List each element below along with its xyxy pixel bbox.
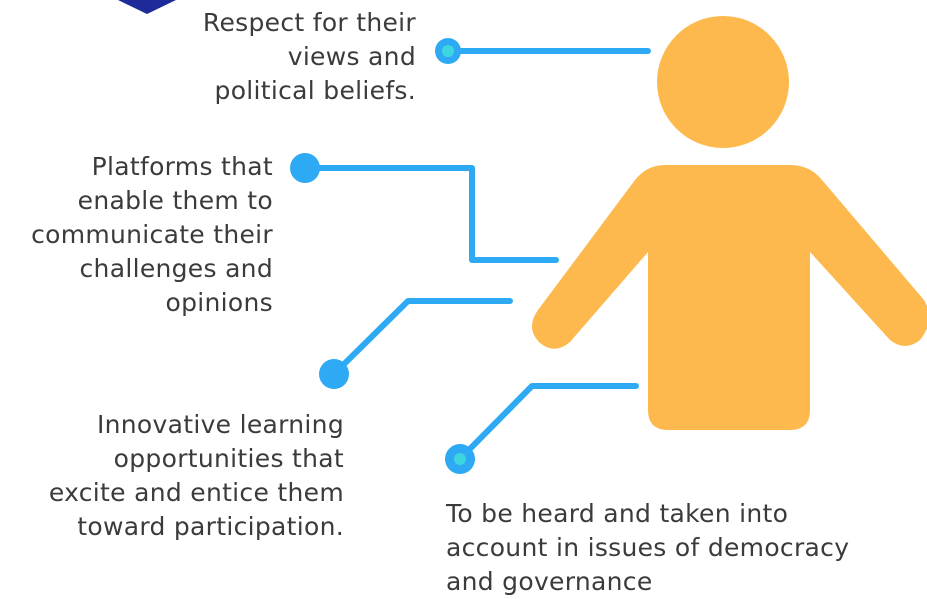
label-platforms: Platforms that enable them to communicat…	[31, 152, 273, 317]
connector-dot-platforms	[290, 153, 320, 183]
label-heard: To be heard and taken into account in is…	[446, 499, 850, 596]
connector-dot-innovative	[319, 359, 349, 389]
connector-heard	[445, 383, 639, 474]
connector-platforms	[290, 153, 559, 263]
connector-respect	[435, 38, 651, 64]
connector-innovative	[319, 298, 513, 389]
person-head	[657, 16, 789, 148]
corner-mark	[118, 0, 176, 14]
label-respect: Respect for their views and political be…	[202, 8, 416, 105]
label-innovative: Innovative learning opportunities that e…	[48, 410, 344, 541]
person-figure	[532, 16, 927, 430]
person-body	[532, 165, 927, 430]
